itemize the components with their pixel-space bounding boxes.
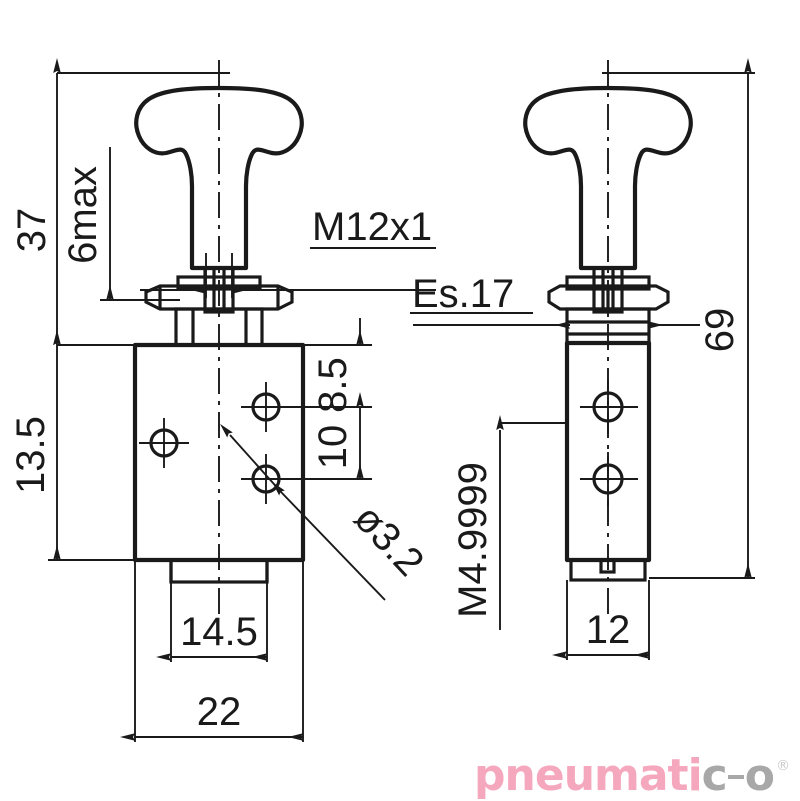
dim-69-label: 69 [698, 308, 742, 353]
logo-text-primary: pneumati [474, 750, 703, 801]
logo-text-o: o [744, 750, 775, 801]
hex-nut-side [547, 284, 670, 311]
registered-trademark-icon: ® [776, 758, 790, 774]
dim-22-label: 22 [197, 690, 242, 734]
pneumatico-logo: pneumati c o ® [474, 750, 790, 801]
side-hole-lower [580, 452, 638, 506]
dim-es17-label: Es.17 [412, 272, 514, 316]
dim-m12x1-label: M12x1 [312, 205, 432, 249]
port-hole-upper-right [241, 382, 303, 432]
dim-13p5-label: 13.5 [9, 416, 53, 494]
front-flange-plate [176, 275, 262, 291]
side-view-dimensions: Es.17 69 M4.9999 12 [410, 58, 755, 660]
base-boss-side [599, 558, 616, 574]
dim-10-label: 10 [311, 425, 355, 470]
side-hole-upper [580, 380, 638, 434]
leader-dia3p2-arrows [219, 423, 285, 496]
logo-text-c: c [701, 750, 728, 801]
front-view-geometry [132, 60, 306, 620]
logo-connector-icon [727, 775, 744, 779]
front-view-dimensions: 37 6max 13.5 M12x1 8.5 10 [9, 58, 436, 742]
port-hole-lower-right [241, 454, 303, 504]
dim-14p5-label: 14.5 [180, 610, 258, 654]
port-hole-left [139, 418, 189, 468]
side-view-geometry [523, 60, 693, 620]
dim-12-label: 12 [586, 608, 631, 652]
dim-37-label: 37 [10, 208, 54, 253]
dim-m4p9999-label: M4.9999 [451, 462, 495, 618]
hex-nut-front [144, 284, 294, 311]
dim-8p5-label: 8.5 [311, 357, 355, 413]
dim-6max-label: 6max [61, 166, 105, 264]
leader-dia3p2-line [281, 492, 386, 601]
